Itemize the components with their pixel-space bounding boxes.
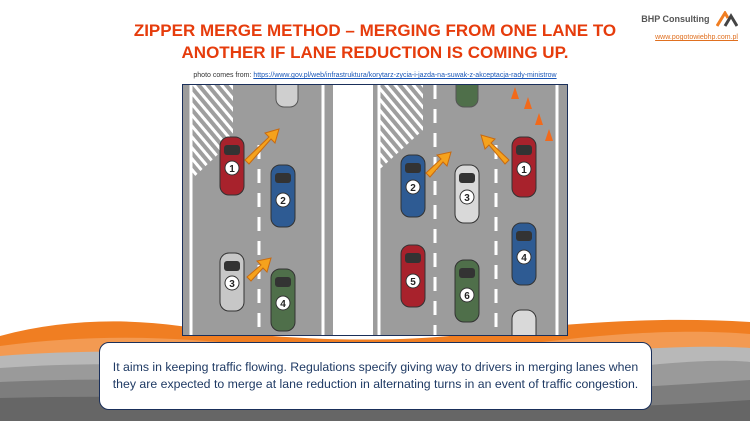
car-label: 6 bbox=[464, 291, 470, 302]
merge-arrow-icon bbox=[480, 134, 510, 165]
page-title: ZIPPER MERGE METHOD – MERGING FROM ONE L… bbox=[110, 20, 640, 64]
car-3-right: 3 bbox=[454, 164, 480, 224]
car-gray-bottom-right bbox=[511, 309, 537, 335]
caption-text: It aims in keeping traffic flowing. Regu… bbox=[112, 360, 639, 391]
car-label: 4 bbox=[280, 299, 286, 310]
car-label: 3 bbox=[464, 193, 470, 204]
illustration-svg: 1 2 3 4 1 bbox=[183, 85, 567, 335]
car-6-right: 6 bbox=[454, 259, 480, 323]
brand-logo-icon bbox=[716, 10, 738, 27]
title-line-2: ANOTHER IF LANE REDUCTION IS COMING UP. bbox=[181, 43, 569, 62]
title-line-1: ZIPPER MERGE METHOD – MERGING FROM ONE L… bbox=[133, 21, 617, 40]
photo-source-label: photo comes from: bbox=[193, 72, 254, 79]
car-label: 5 bbox=[410, 277, 416, 288]
car-label: 1 bbox=[229, 164, 235, 175]
car-4-right: 4 bbox=[511, 222, 537, 286]
brand-block: BHP Consulting www.pogotowiebhp.com.pl bbox=[641, 10, 738, 41]
car-gray-top-left bbox=[275, 85, 299, 108]
car-label: 2 bbox=[410, 183, 416, 194]
merge-arrow-icon bbox=[246, 257, 272, 282]
car-label: 4 bbox=[521, 253, 527, 264]
caption-box: It aims in keeping traffic flowing. Regu… bbox=[99, 342, 652, 410]
car-label: 2 bbox=[280, 196, 286, 207]
brand-name: BHP Consulting bbox=[641, 13, 710, 24]
car-5-right: 5 bbox=[400, 244, 426, 308]
brand-website-link[interactable]: www.pogotowiebhp.com.pl bbox=[655, 34, 738, 41]
photo-source: photo comes from: https://www.gov.pl/web… bbox=[0, 72, 750, 79]
car-2-right: 2 bbox=[400, 154, 426, 218]
car-1-left: 1 bbox=[219, 136, 245, 196]
merge-arrow-icon bbox=[244, 128, 280, 165]
zipper-merge-illustration: 1 2 3 4 1 bbox=[182, 84, 568, 336]
car-3-left: 3 bbox=[219, 252, 245, 312]
traffic-cones bbox=[511, 87, 553, 141]
car-gray-top-right bbox=[455, 85, 479, 108]
car-1-right: 1 bbox=[511, 136, 537, 198]
merge-arrow-icon bbox=[425, 151, 452, 178]
car-4-left: 4 bbox=[270, 268, 296, 332]
photo-source-link[interactable]: https://www.gov.pl/web/infrastruktura/ko… bbox=[253, 72, 557, 79]
car-label: 1 bbox=[521, 165, 527, 176]
car-2-left: 2 bbox=[270, 164, 296, 228]
car-label: 3 bbox=[229, 279, 235, 290]
left-road bbox=[183, 85, 333, 335]
